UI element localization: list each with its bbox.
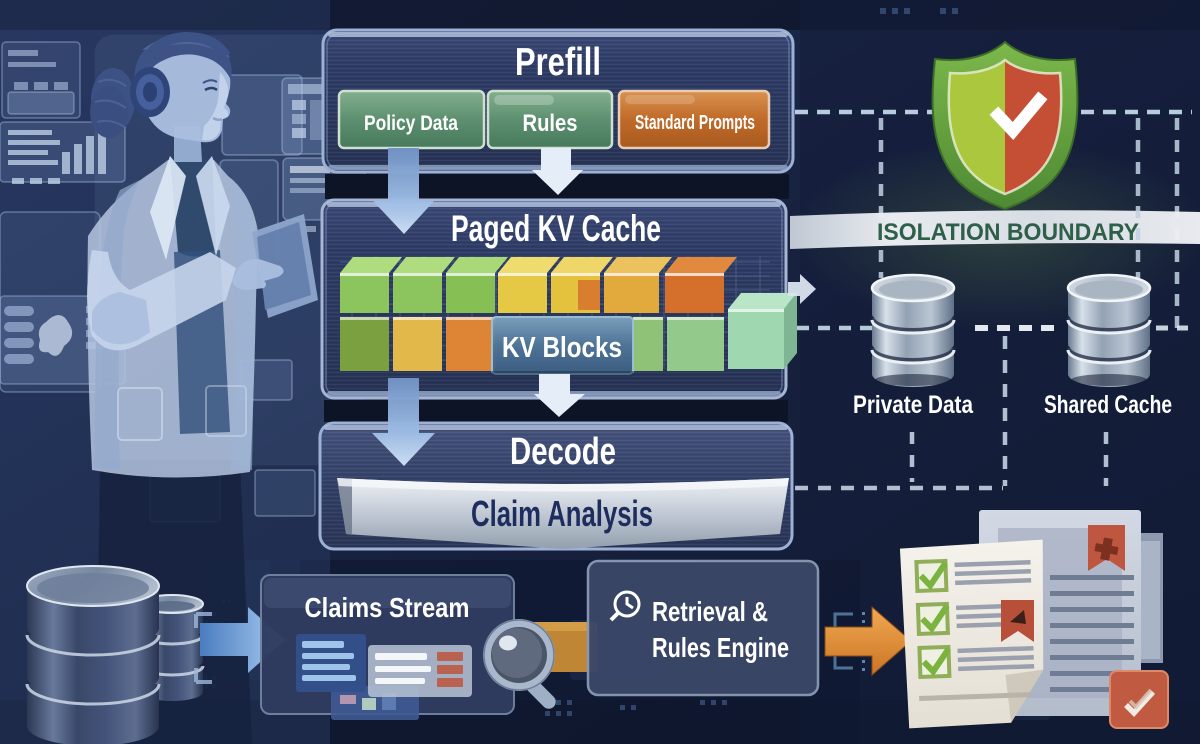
svg-text:Decode: Decode: [510, 431, 616, 473]
svg-text:Rules: Rules: [523, 110, 578, 137]
svg-text:KV Blocks: KV Blocks: [502, 332, 622, 364]
svg-text:ISOLATION BOUNDARY: ISOLATION BOUNDARY: [877, 219, 1139, 246]
svg-text:Claims Stream: Claims Stream: [305, 592, 470, 623]
svg-text:Standard Prompts: Standard Prompts: [635, 112, 755, 134]
svg-text:Rules Engine: Rules Engine: [652, 632, 789, 663]
svg-text:Prefill: Prefill: [515, 41, 601, 84]
svg-text:Paged KV Cache: Paged KV Cache: [451, 208, 661, 249]
svg-text:Private Data: Private Data: [853, 391, 974, 419]
svg-text:Retrieval &: Retrieval &: [652, 596, 768, 627]
svg-text:Shared Cache: Shared Cache: [1044, 391, 1172, 419]
svg-text:Claim Analysis: Claim Analysis: [471, 493, 653, 534]
svg-text:Policy Data: Policy Data: [364, 112, 458, 135]
